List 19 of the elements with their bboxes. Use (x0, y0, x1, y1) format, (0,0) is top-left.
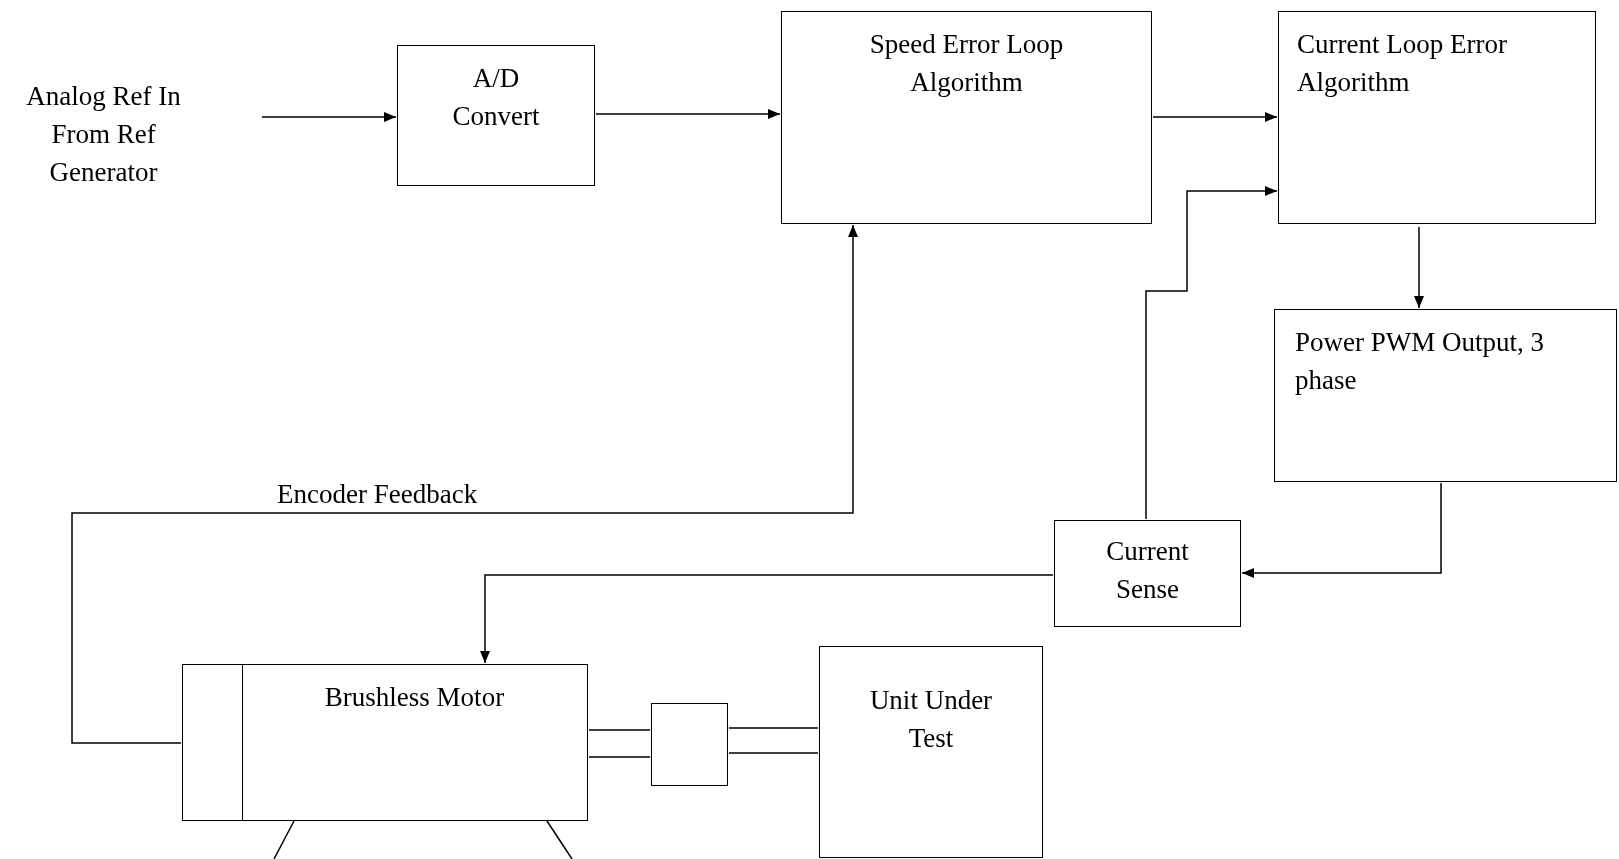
arrow (1241, 482, 1442, 578)
arrow (1152, 112, 1278, 122)
arrow (480, 574, 1054, 664)
arrow (1145, 186, 1278, 520)
process-box: Power PWM Output, 3 phase (1274, 309, 1617, 482)
process-box: Unit Under Test (819, 646, 1043, 858)
shaft (728, 727, 819, 754)
arrow (595, 109, 781, 119)
coupling-box (651, 703, 728, 786)
process-box: Speed Error Loop Algorithm (781, 11, 1152, 224)
process-box: Current Sense (1054, 520, 1241, 627)
arrow (1414, 226, 1424, 309)
process-box: Current Loop Error Algorithm (1278, 11, 1596, 224)
process-box: A/D Convert (397, 45, 595, 186)
input-label: Analog Ref In From Ref Generator (5, 78, 210, 193)
arrow (261, 112, 397, 122)
arrow (71, 224, 858, 744)
motor-box: Brushless Motor (182, 664, 588, 821)
shaft (588, 729, 651, 758)
